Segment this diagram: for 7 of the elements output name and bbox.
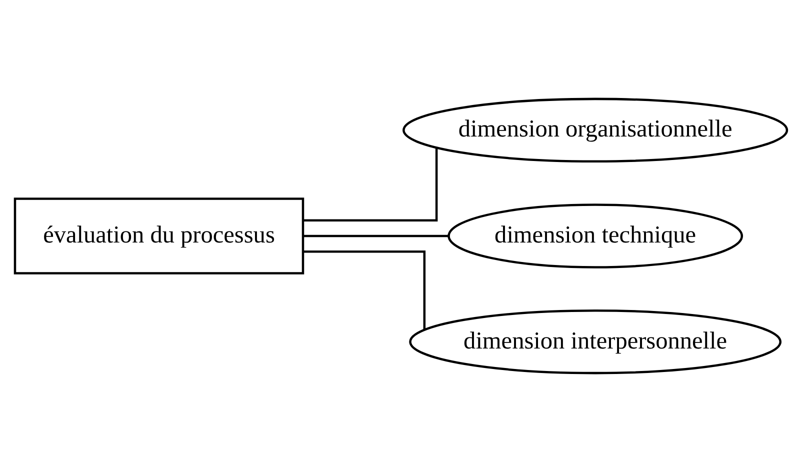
- node-ellipse: dimension technique: [448, 204, 744, 268]
- node-box: évaluation du processus: [14, 198, 304, 274]
- node-ellipse: dimension organisationnelle: [402, 98, 788, 163]
- node-ellipse: dimension interpersonnelle: [409, 309, 782, 374]
- connector: [303, 148, 438, 222]
- connector: [303, 250, 426, 330]
- connector: [303, 234, 448, 238]
